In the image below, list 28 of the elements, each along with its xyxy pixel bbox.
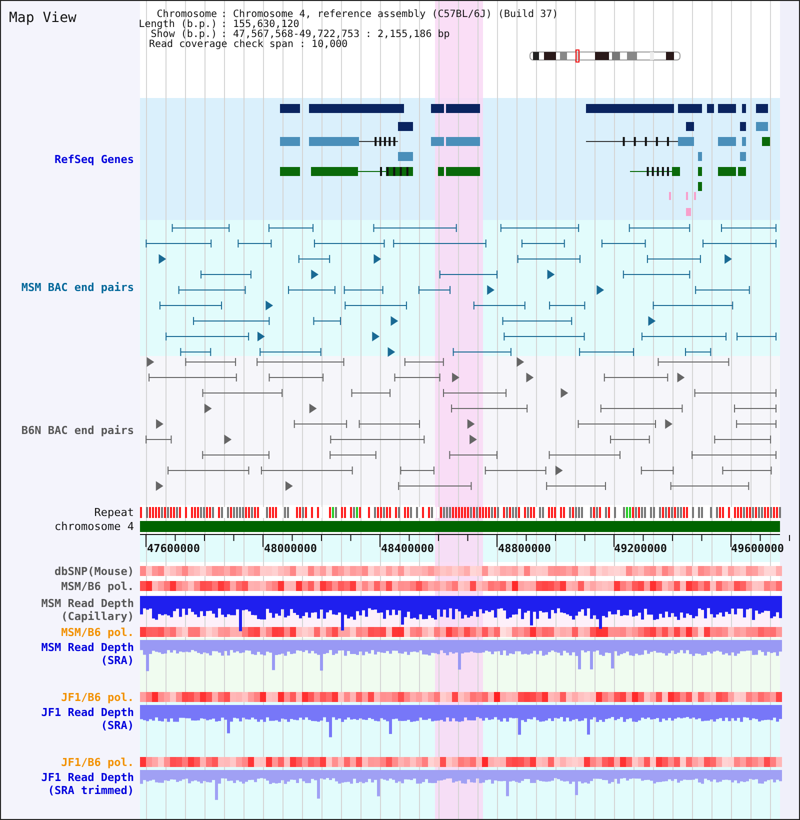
- header-info-text: : Chromosome 4, reference assembly (C57BL/6J) (Build 37): [221, 10, 558, 20]
- axis-tick-label: 49200000: [614, 542, 667, 555]
- track-name: RefSeq Genes: [54, 153, 134, 166]
- track-name: chromosome 4: [54, 520, 134, 533]
- track-name: MSM Read Depth (Capillary): [40, 597, 134, 623]
- track-name: JF1 Read Depth (SRA): [40, 706, 134, 732]
- track-name: MSM/B6 pol.: [61, 580, 134, 593]
- axis-tick-label: 48000000: [264, 542, 317, 555]
- axis-tick-label: 49600000: [731, 542, 784, 555]
- header-info-text: Read coverage check span : 10,000: [149, 40, 348, 50]
- header-info-text: Chromosome: [156, 10, 217, 20]
- track-name: JF1 Read Depth (SRA trimmed): [40, 771, 134, 797]
- axis-tick-label: 47600000: [147, 542, 200, 555]
- view-title: Map View: [9, 10, 76, 26]
- track-name: MSM Read Depth (SRA): [40, 641, 134, 667]
- header-info-text: Show (b.p.): [150, 30, 217, 40]
- header-info-text: : 47,567,568-49,722,753 : 2,155,186 bp: [221, 30, 450, 40]
- track-name: MSM/B6 pol.: [61, 626, 134, 639]
- track-name: dbSNP(Mouse): [54, 565, 134, 578]
- axis-tick-label: 48400000: [381, 542, 434, 555]
- track-name: Repeat: [94, 506, 134, 519]
- header-info-text: Length (b.p.): [138, 20, 217, 30]
- track-name: JF1/B6 pol.: [61, 691, 134, 704]
- axis-tick-label: 48800000: [498, 542, 551, 555]
- track-name: JF1/B6 pol.: [61, 756, 134, 769]
- track-name: MSM BAC end pairs: [21, 281, 134, 294]
- header-info-text: : 155,630,120: [221, 20, 300, 30]
- track-name: B6N BAC end pairs: [21, 424, 134, 437]
